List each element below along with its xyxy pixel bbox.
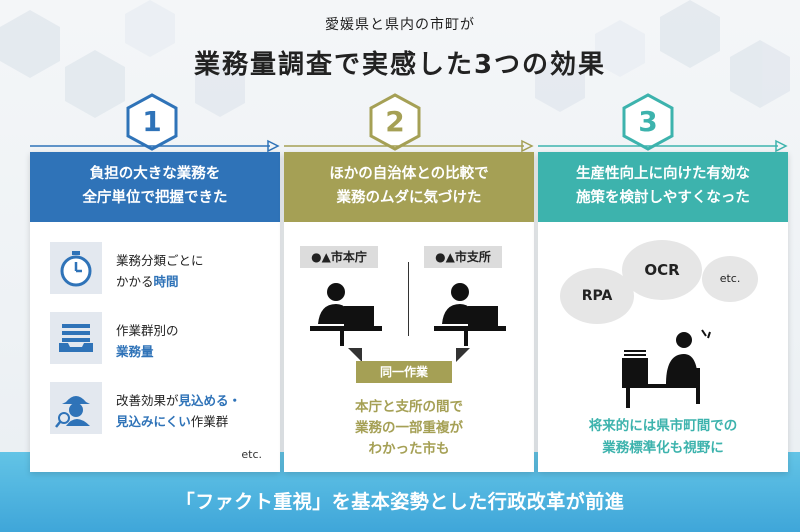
arrow-line-1 (30, 139, 280, 153)
bubble-ocr: OCR (622, 240, 702, 300)
arrow-line-3 (538, 139, 788, 153)
card-2-note: 本庁と支所の間で 業務の一部重複が わかった市も (355, 399, 463, 457)
step-number-3: 3 (620, 92, 676, 156)
arrow-line-2 (284, 139, 534, 153)
card-3-note: 将来的には県市町間での 業務標準化も視野に (588, 418, 738, 456)
stopwatch-icon (50, 242, 102, 294)
office-label-main: ●▲市本庁 (300, 246, 378, 268)
effect-card-3: 生産性向上に向けた有効な 施策を検討しやすくなった RPA OCR etc. 将… (538, 152, 788, 472)
header-subtitle: 愛媛県と県内の市町が (325, 17, 475, 33)
office-label-branch: ●▲市支所 (424, 246, 502, 268)
card-2-heading: ほかの自治体との比較で 業務のムダに気づけた (284, 152, 534, 222)
effect-card-2: ほかの自治体との比較で 業務のムダに気づけた ●▲市本庁 ●▲市支所 同一作業 … (284, 152, 534, 472)
card-3-heading: 生産性向上に向けた有効な 施策を検討しやすくなった (538, 152, 788, 222)
thinking-worker-icon (622, 329, 711, 408)
card-1-item-improvement: 改善効果が見込める・ 見込みにくい作業群 (50, 382, 260, 438)
document-tray-icon (50, 312, 102, 364)
footer-text: 「ファクト重視」を基本姿勢とした行政改革が前進 (175, 491, 625, 513)
detective-magnifier-icon (50, 382, 102, 434)
shared-work-label: 同一作業 (356, 361, 452, 383)
shared-work-arrows (348, 348, 470, 362)
card-1-item-time: 業務分類ごとに かかる時間 (50, 242, 260, 298)
card-1-etc: etc. (241, 448, 262, 461)
step-number-1: 1 (124, 92, 180, 156)
bubble-rpa: RPA (560, 268, 634, 324)
step-number-2: 2 (367, 92, 423, 156)
card-1-heading: 負担の大きな業務を 全庁単位で把握できた (30, 152, 280, 222)
office-divider (408, 262, 409, 336)
worker-at-laptop-icon-2 (434, 283, 506, 346)
bubble-etc: etc. (702, 256, 758, 302)
card-1-item-volume: 作業群別の 業務量 (50, 312, 260, 368)
effect-card-1: 負担の大きな業務を 全庁単位で把握できた 業務分類ごとに かかる時間 (30, 152, 280, 472)
page-title: 業務量調査で実感した3つの効果 (193, 50, 607, 80)
worker-at-laptop-icon (310, 283, 382, 346)
